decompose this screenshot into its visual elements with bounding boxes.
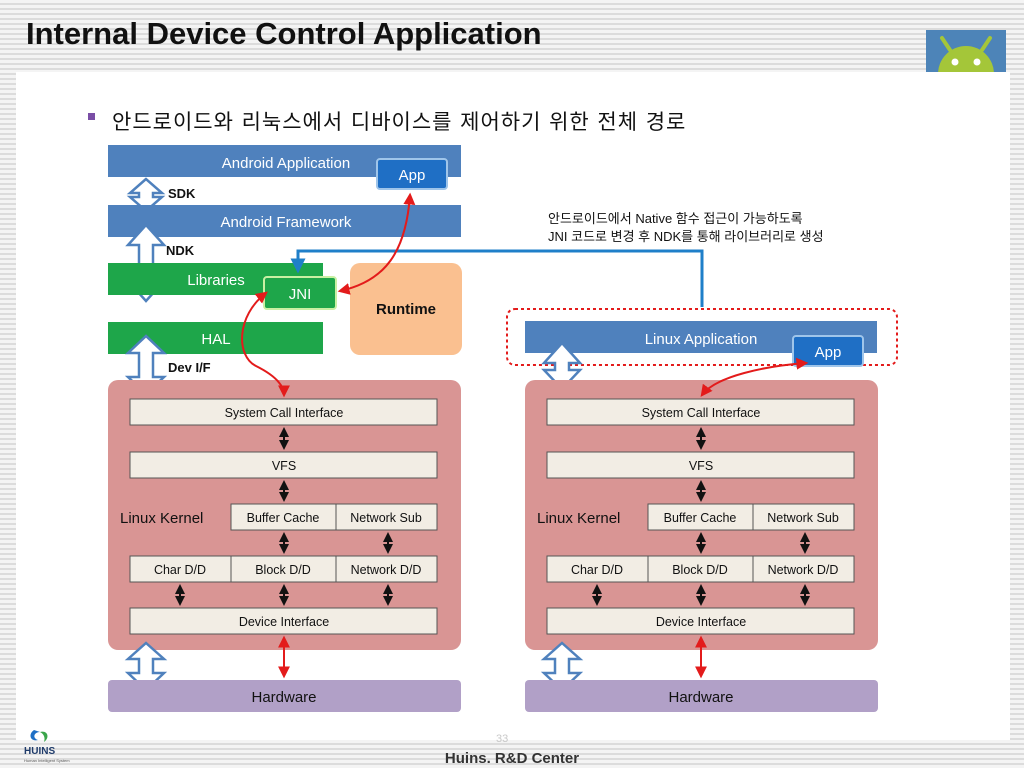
bullet-icon — [88, 113, 95, 120]
char-dd-right: Char D/D — [571, 563, 623, 577]
android-application-label: Android Application — [222, 155, 350, 172]
note-line-2: JNI 코드로 변경 후 NDK를 통해 라이브러리로 생성 — [548, 229, 824, 244]
linux-kernel-label-left: Linux Kernel — [120, 510, 203, 527]
linux-kernel-label-right: Linux Kernel — [537, 510, 620, 527]
linux-kernel-left: System Call Interface VFS Linux Kernel B… — [108, 380, 461, 650]
sci-left: System Call Interface — [225, 406, 344, 420]
jni-box: JNI — [263, 276, 337, 310]
vfs-left: VFS — [272, 459, 296, 473]
huins-logo: HUINS Human Intelligent System — [24, 728, 84, 766]
hardware-left: Hardware — [108, 680, 461, 712]
network-sub-left: Network Sub — [350, 511, 422, 525]
hardware-right: Hardware — [525, 680, 878, 712]
app-box-linux: App — [792, 335, 864, 367]
device-interface-left: Device Interface — [239, 615, 329, 629]
android-logo — [926, 30, 1006, 72]
sci-right: System Call Interface — [642, 406, 761, 420]
jni-label: JNI — [289, 286, 312, 303]
android-framework-label: Android Framework — [221, 214, 352, 231]
network-dd-right: Network D/D — [768, 563, 839, 577]
device-interface-right: Device Interface — [656, 615, 746, 629]
libraries-label: Libraries — [187, 272, 245, 289]
red-arrow-app-jni — [337, 192, 416, 295]
huins-logo-text: HUINS — [24, 746, 55, 757]
buffer-cache-left: Buffer Cache — [247, 511, 320, 525]
linux-application-label: Linux Application — [645, 331, 758, 348]
network-dd-left: Network D/D — [351, 563, 422, 577]
char-dd-left: Char D/D — [154, 563, 206, 577]
sdk-label: SDK — [168, 186, 196, 201]
block-dd-right: Block D/D — [672, 563, 728, 577]
dev-if-label: Dev I/F — [168, 360, 211, 375]
linux-kernel-right: System Call Interface VFS Linux Kernel B… — [525, 380, 878, 650]
architecture-diagram: Android Application App SDK Android Fram… — [106, 141, 902, 717]
android-icon — [926, 30, 1006, 72]
page-number: 33 — [496, 733, 509, 745]
huins-logo-icon: HUINS Human Intelligent System — [24, 730, 70, 763]
hardware-label-left: Hardware — [251, 689, 316, 706]
vfs-right: VFS — [689, 459, 713, 473]
ndk-label: NDK — [166, 243, 195, 258]
app-label-android: App — [399, 167, 426, 184]
app-box-android: App — [376, 158, 448, 190]
runtime-box: Runtime — [350, 263, 462, 355]
note-line-1: 안드로이드에서 Native 함수 접근이 가능하도록 — [548, 211, 803, 226]
slide-subtitle: 안드로이드와 리눅스에서 디바이스를 제어하기 위한 전체 경로 — [112, 110, 687, 134]
hal-label: HAL — [201, 331, 230, 348]
block-dd-left: Block D/D — [255, 563, 311, 577]
blue-link-arrow — [290, 249, 704, 307]
red-arrow-linuxapp-sci — [700, 357, 809, 397]
app-label-linux: App — [815, 344, 842, 361]
network-sub-right: Network Sub — [767, 511, 839, 525]
runtime-label: Runtime — [376, 301, 436, 318]
slide-title: Internal Device Control Application — [26, 16, 542, 51]
footer-text: Huins. R&D Center — [444, 750, 580, 767]
red-arrow-jni-sci — [241, 291, 290, 398]
huins-tagline: Human Intelligent System — [24, 758, 70, 763]
hardware-label-right: Hardware — [668, 689, 733, 706]
buffer-cache-right: Buffer Cache — [664, 511, 737, 525]
